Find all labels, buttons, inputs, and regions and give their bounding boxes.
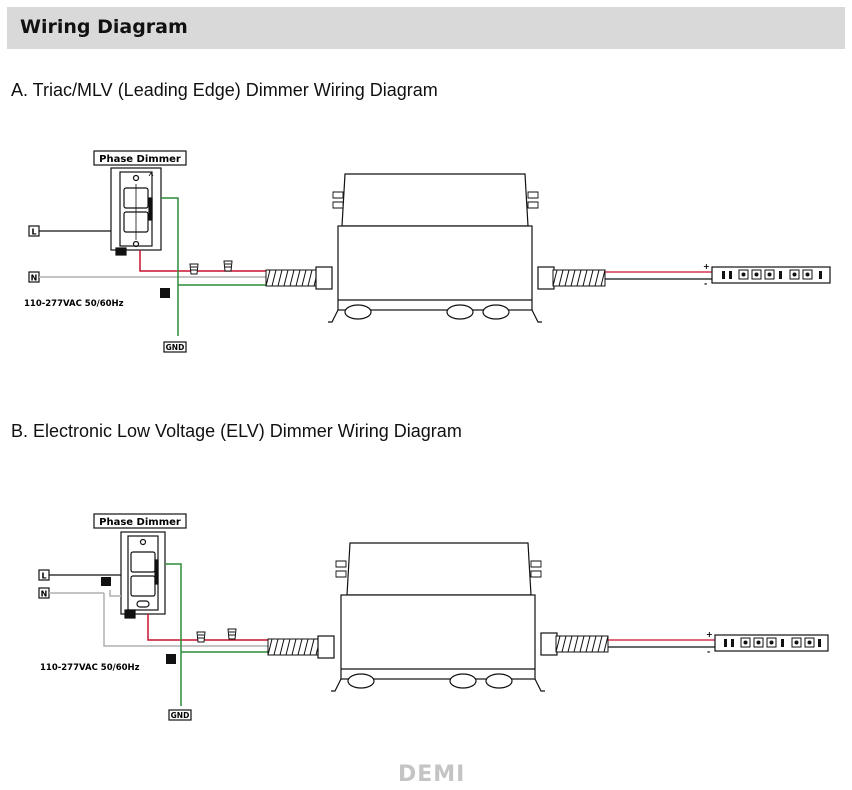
hot-wire	[139, 250, 268, 272]
neutral-terminal: N	[38, 587, 50, 599]
neutral-terminal: N	[28, 271, 40, 283]
neutral-terminal-block	[101, 577, 111, 586]
dimmer-switch-icon	[110, 167, 162, 256]
output-cable	[537, 266, 606, 290]
phase-dimmer-label: Phase Dimmer	[93, 150, 187, 166]
ground-wire	[161, 197, 268, 336]
ground-terminal: GND	[163, 341, 187, 353]
led-driver-housing	[328, 173, 542, 323]
ground-terminal-block	[166, 654, 176, 664]
voltage-label: 110-277VAC 50/60Hz	[24, 299, 124, 309]
led-strip-icon	[714, 634, 829, 652]
neutral-terminal-label: N	[41, 590, 48, 599]
ground-label: GND	[171, 711, 190, 720]
line-terminal-label: L	[41, 572, 46, 581]
led-strip-icon	[711, 266, 831, 284]
line-terminal: L	[28, 225, 40, 237]
wiring-diagram-a: Phase Dimmer L N 110-277VAC 50/60Hz GND	[24, 150, 831, 353]
dimmer-switch-icon	[120, 531, 166, 619]
section-header: Wiring Diagram	[7, 7, 845, 49]
hot-wire	[147, 614, 270, 641]
header-title: Wiring Diagram	[20, 16, 188, 38]
voltage-label: 110-277VAC 50/60Hz	[40, 663, 140, 673]
watermark-logo: DEMI	[398, 762, 466, 787]
neutral-terminal-label: N	[31, 274, 38, 283]
diagram-a-title: A. Triac/MLV (Leading Edge) Dimmer Wirin…	[11, 80, 438, 100]
line-terminal-label: L	[31, 228, 36, 237]
line-terminal: L	[38, 569, 50, 581]
negative-label: -	[704, 279, 707, 288]
positive-label: +	[703, 262, 710, 271]
output-cable	[540, 632, 609, 656]
phase-dimmer-label: Phase Dimmer	[93, 513, 187, 529]
ground-label: GND	[166, 343, 185, 352]
positive-label: +	[706, 630, 713, 639]
phase-dimmer-text: Phase Dimmer	[99, 517, 181, 528]
led-driver-housing	[331, 542, 545, 692]
ground-wire	[165, 563, 270, 706]
input-cable	[265, 266, 333, 290]
neutral-wire	[49, 590, 270, 647]
diagram-b-title: B. Electronic Low Voltage (ELV) Dimmer W…	[11, 421, 462, 441]
wire-nut-icon	[189, 260, 233, 275]
ground-terminal-block	[160, 288, 170, 298]
negative-label: -	[707, 647, 710, 656]
input-cable	[267, 635, 335, 659]
wire-nut-icon	[196, 628, 237, 643]
phase-dimmer-text: Phase Dimmer	[99, 154, 181, 165]
ground-terminal: GND	[168, 709, 192, 721]
wiring-diagram-b: Phase Dimmer L N 110-277VAC 50/60Hz GND	[38, 513, 829, 721]
